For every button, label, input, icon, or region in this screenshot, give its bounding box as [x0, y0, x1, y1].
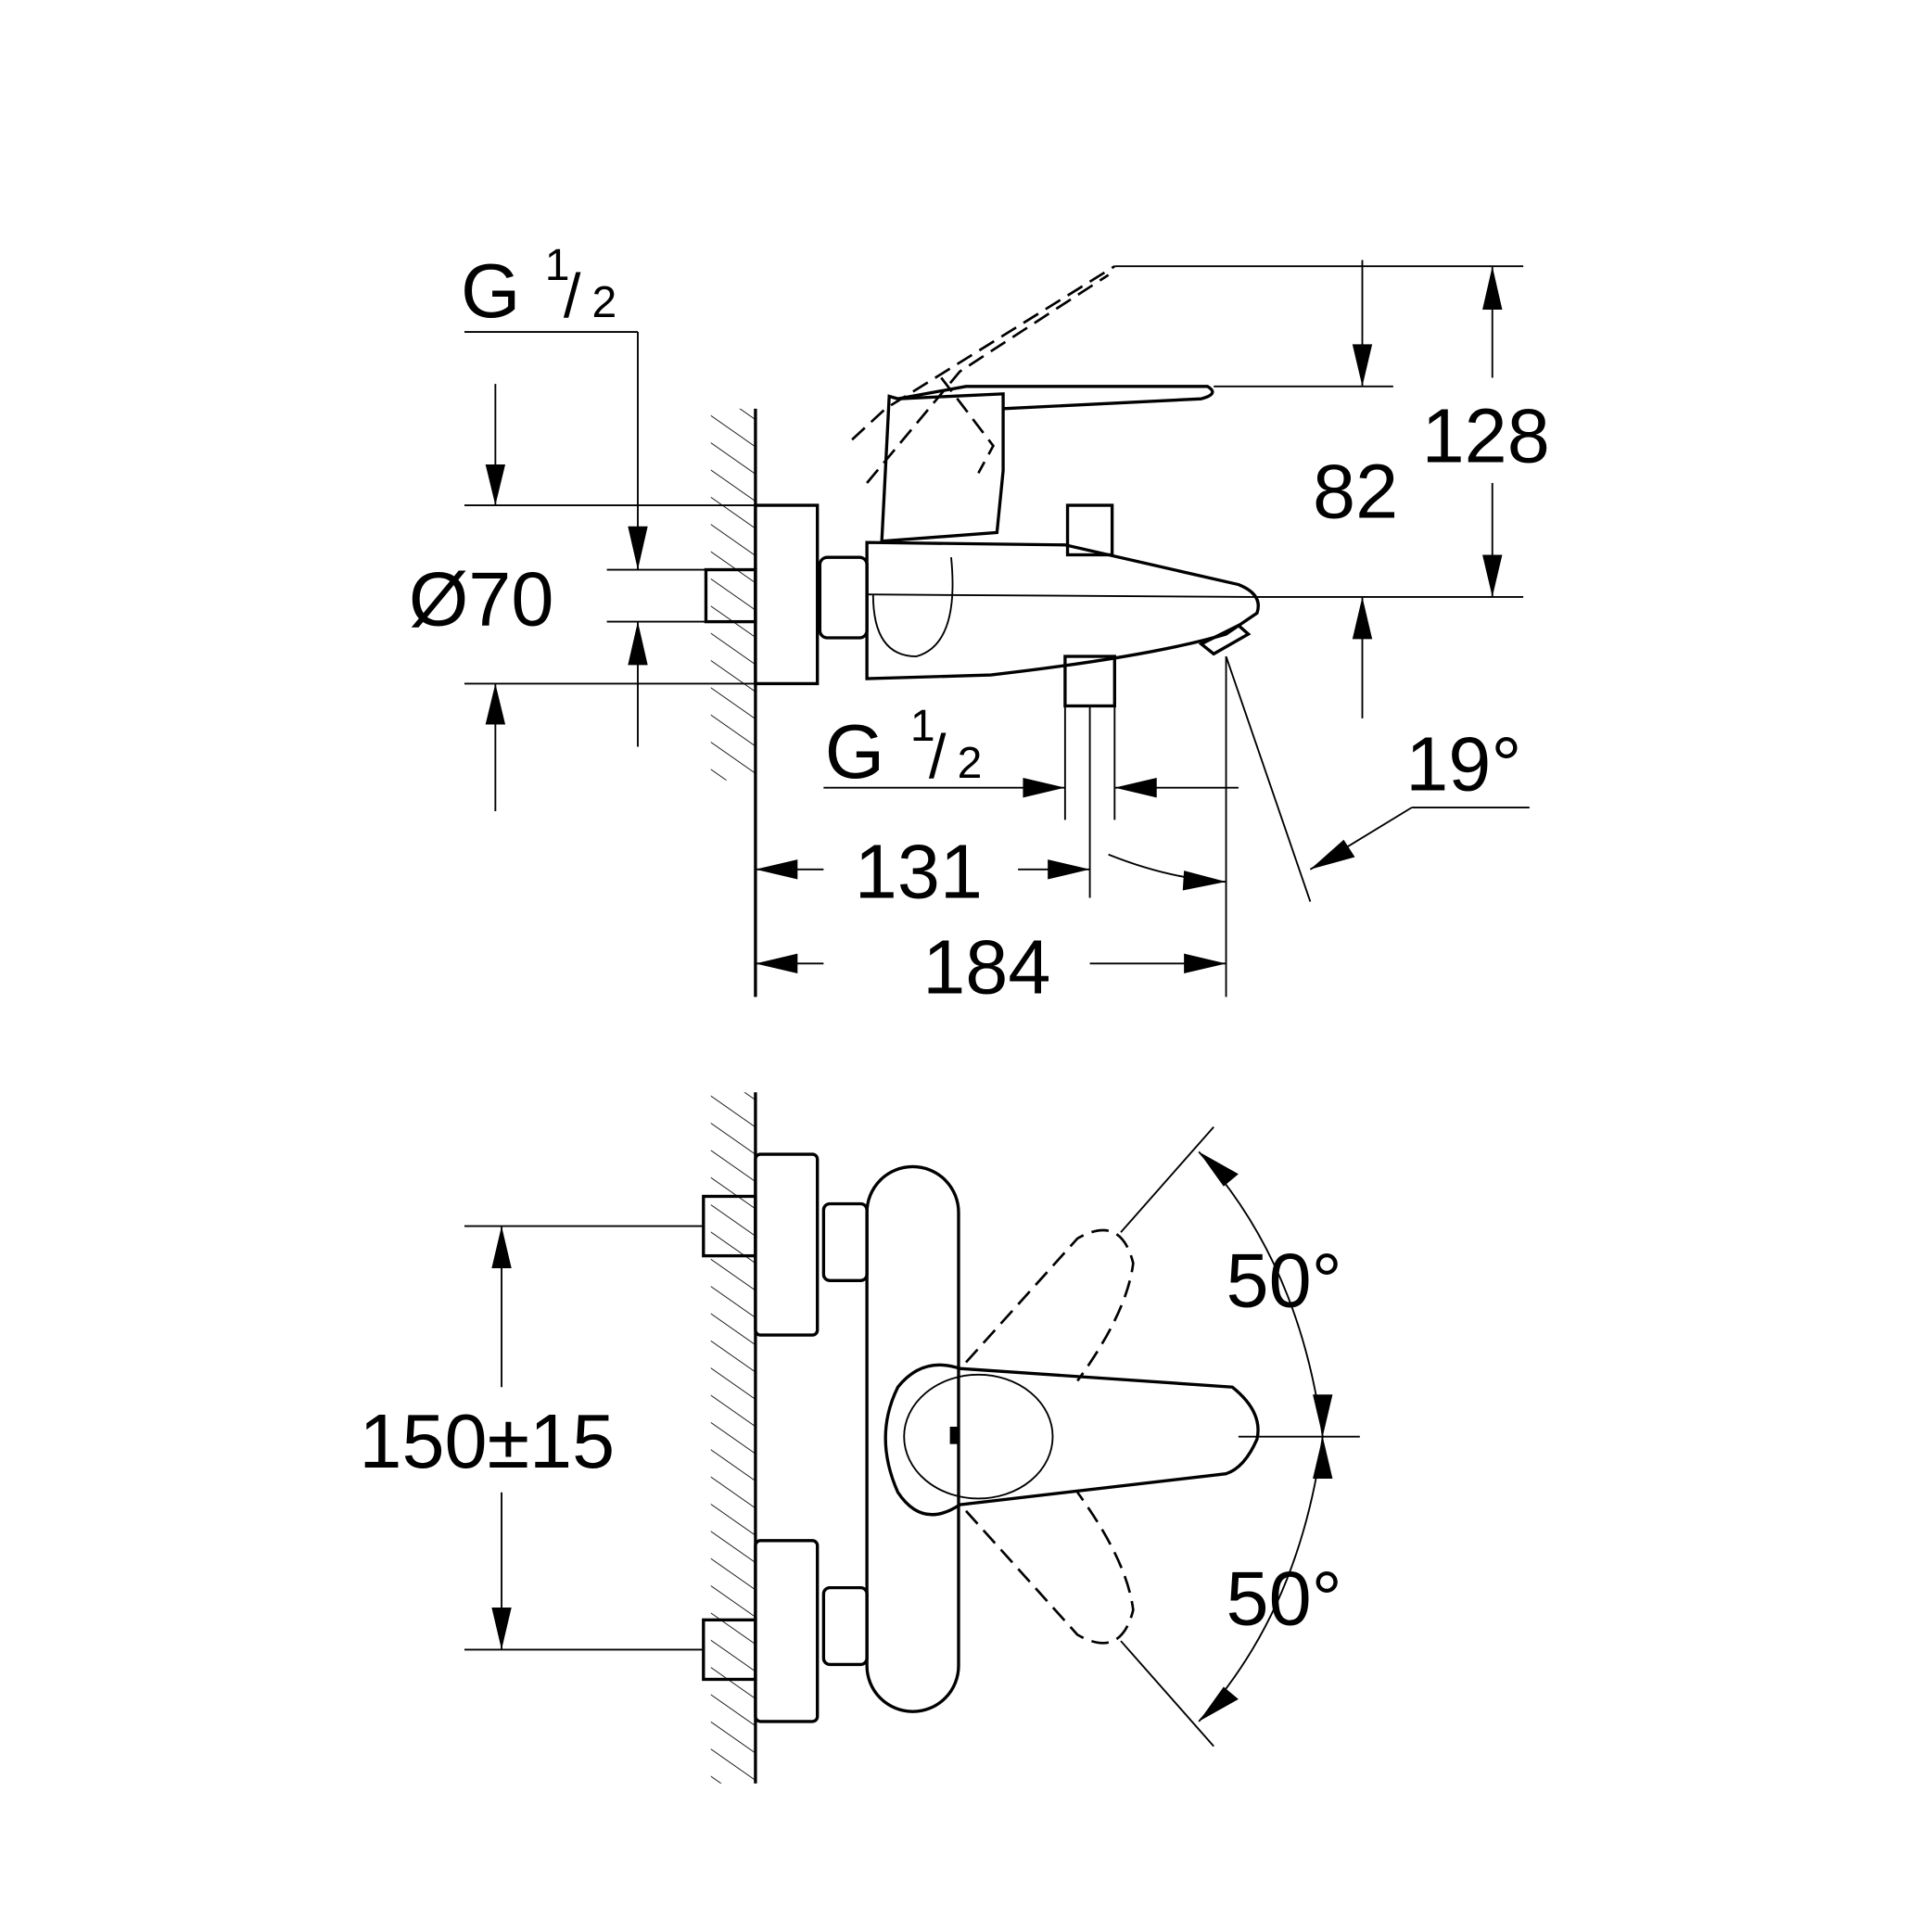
- lower-flange: [754, 1539, 820, 1723]
- outlet-distance-label: 131: [855, 829, 983, 915]
- cartridge: [880, 392, 1005, 543]
- dimension-lines: [464, 260, 1530, 998]
- wall-flange: [754, 503, 820, 686]
- inlet-nipple: [704, 567, 757, 624]
- mixer-body-front: [865, 1164, 960, 1713]
- lever-up-outline: [965, 1228, 1135, 1382]
- lever-raised-outline: [851, 265, 1116, 484]
- body-curve: [871, 557, 954, 657]
- upper-hex-nut: [821, 1201, 869, 1282]
- svg-text:G: G: [825, 708, 884, 794]
- svg-text:1: 1: [910, 701, 935, 751]
- svg-text:2: 2: [958, 738, 983, 788]
- outlet-thread-label: G 1 / 2: [825, 701, 983, 794]
- side-view: G 1 / 2 G 1 / 2 Ø70 82 128 19° 131 184: [409, 240, 1550, 1010]
- wall-hatching-bottom: [710, 1092, 756, 1784]
- indicator: [949, 1426, 958, 1444]
- flange-diameter-label: Ø70: [409, 556, 554, 642]
- total-height-label: 128: [1422, 392, 1550, 478]
- spout-tip: [1198, 623, 1252, 656]
- lower-hex-nut: [821, 1585, 869, 1667]
- upper-flange: [754, 1152, 820, 1337]
- diverter-knob: [1065, 503, 1114, 557]
- wall-hatching-top: [710, 408, 756, 781]
- svg-text:/: /: [564, 262, 581, 331]
- svg-text:/: /: [929, 723, 947, 792]
- inlet-spacing-label: 150±15: [359, 1398, 615, 1484]
- lever-front: [883, 1363, 1260, 1517]
- total-depth-label: 184: [922, 923, 1050, 1010]
- lever-angle-down-label: 50°: [1227, 1556, 1342, 1642]
- lever-angle-up-label: 50°: [1227, 1237, 1342, 1323]
- mixer-body: [865, 540, 1260, 680]
- svg-text:2: 2: [592, 277, 617, 327]
- lever-down-outline: [965, 1491, 1135, 1645]
- front-view: 50° 50° 150±15: [359, 1092, 1360, 1784]
- hex-nut: [818, 555, 869, 640]
- front-dimension-lines: [464, 1126, 1360, 1748]
- svg-text:1: 1: [545, 240, 570, 290]
- inlet-thread-label: G 1 / 2: [461, 240, 616, 334]
- lever: [897, 385, 1214, 411]
- spout-angle-label: 19°: [1405, 720, 1521, 807]
- svg-text:G: G: [461, 248, 520, 334]
- spout-height-label: 82: [1313, 448, 1398, 534]
